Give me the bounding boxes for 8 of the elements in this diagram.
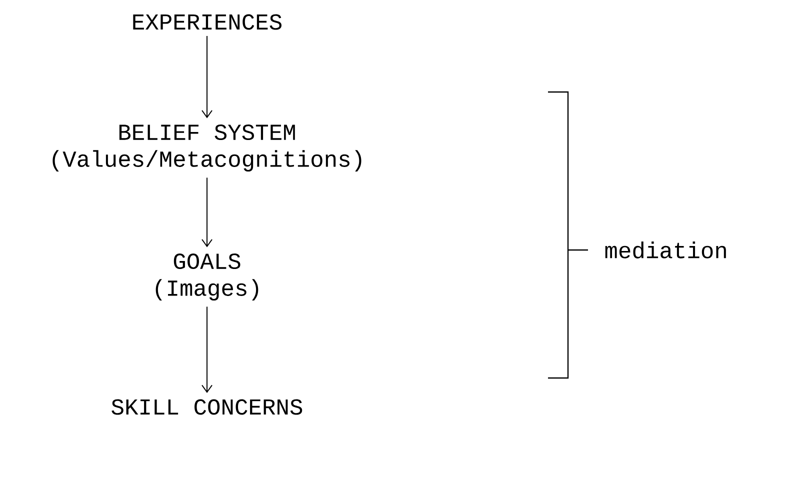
text-label: SKILL CONCERNS <box>112 399 302 415</box>
arrow <box>202 177 212 248</box>
text-label: EXPERIENCES <box>133 14 282 30</box>
text-label: BELIEF SYSTEM (Values/Metacognitions) <box>52 124 362 172</box>
bracket-label: mediation <box>605 242 726 258</box>
arrow <box>202 306 212 394</box>
text-label: GOALS (Images) <box>156 254 258 300</box>
arrow <box>202 35 212 118</box>
